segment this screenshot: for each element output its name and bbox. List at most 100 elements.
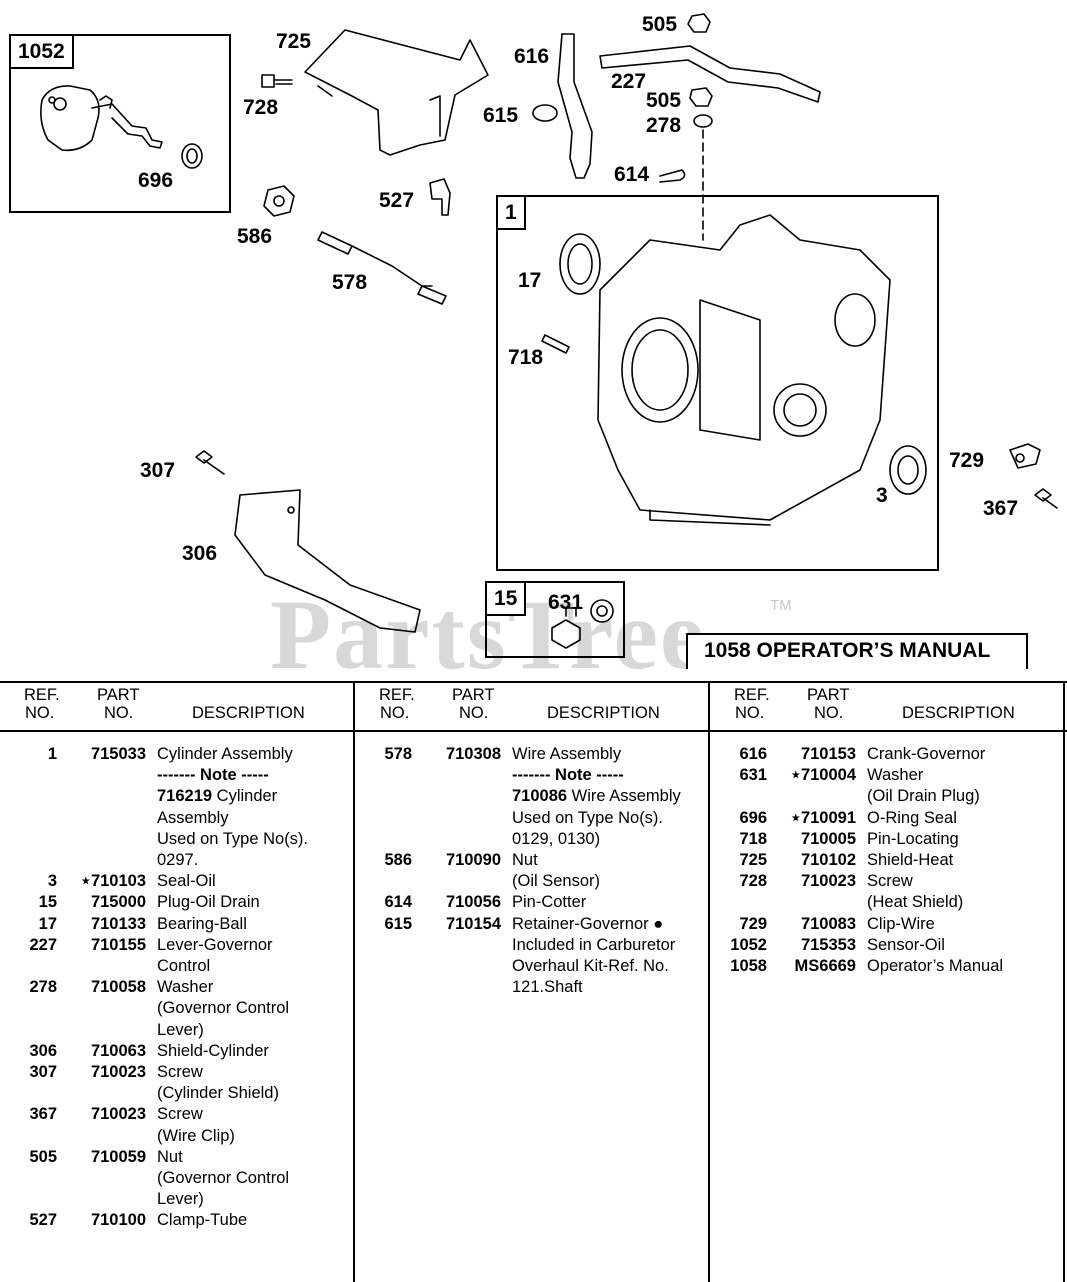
ref-number: 586 — [384, 851, 412, 869]
part-header: PART — [807, 686, 850, 704]
heat-shield-part — [304, 29, 489, 156]
part-number: 710090 — [445, 851, 501, 869]
ref-number: 728 — [739, 872, 767, 891]
part-number: 715033 — [90, 745, 146, 763]
part-number: 710155 — [90, 935, 146, 954]
part-header: NO. — [459, 704, 489, 722]
description-line: Used on Type No(s). — [157, 829, 309, 848]
column-divider — [708, 683, 710, 1282]
description-line: 710086 Wire Assembly — [512, 787, 681, 806]
wire-clip-part — [1009, 443, 1041, 469]
description-line: Nut — [512, 851, 538, 869]
callout-278[interactable]: 278 — [646, 114, 682, 137]
part-number: MS6669 — [794, 957, 856, 975]
description-line: Shield-Cylinder — [157, 1041, 269, 1060]
callout-17[interactable]: 17 — [518, 269, 542, 292]
callout-367[interactable]: 367 — [983, 497, 1019, 520]
ref-header: NO. — [25, 704, 55, 722]
ref-number: 725 — [739, 851, 767, 869]
ref-number: 729 — [739, 914, 767, 933]
nut-505-lower-part — [689, 87, 713, 107]
oil-drain-plug-box: 15 — [485, 581, 625, 658]
callout-631[interactable]: 631 — [548, 591, 584, 614]
ref-number: 306 — [29, 1041, 57, 1060]
description-header: DESCRIPTION — [902, 704, 1015, 722]
description-line: Operator’s Manual — [867, 957, 1004, 975]
description-line: ------- Note ----- — [157, 766, 269, 785]
part-number: 715353 — [800, 935, 856, 954]
callout-505-top[interactable]: 505 — [642, 13, 678, 36]
callout-3[interactable]: 3 — [876, 484, 888, 507]
description-line: Screw — [157, 1063, 203, 1081]
callout-616[interactable]: 616 — [514, 45, 550, 68]
cylinder-block-part — [597, 214, 891, 526]
callout-527[interactable]: 527 — [379, 189, 415, 212]
ref-header: REF. — [734, 686, 770, 704]
screw-728-part — [261, 74, 293, 88]
ref-number: 1052 — [730, 935, 767, 954]
callout-1052[interactable]: 1052 — [11, 36, 74, 69]
description-line: Pin-Locating — [867, 829, 959, 848]
ref-number: 615 — [384, 914, 412, 933]
callout-578[interactable]: 578 — [332, 271, 368, 294]
description-line: Cylinder Assembly — [157, 745, 293, 763]
retainer-615-part — [532, 104, 558, 122]
description-line: Shield-Heat — [867, 851, 954, 869]
callout-227[interactable]: 227 — [611, 70, 647, 93]
description-line: (Governor Control — [157, 1168, 290, 1187]
part-number: 710005 — [800, 829, 856, 848]
oil-sensor-box: 1052 — [9, 34, 231, 213]
o-ring-seal-part — [181, 143, 203, 169]
callout-718[interactable]: 718 — [508, 346, 544, 369]
description-line: Seal-Oil — [157, 872, 216, 891]
description-line: (Heat Shield) — [867, 893, 964, 912]
callout-306[interactable]: 306 — [182, 542, 218, 565]
part-number: 710154 — [445, 914, 501, 933]
part-number: 710059 — [90, 1147, 146, 1166]
callout-614[interactable]: 614 — [614, 163, 650, 186]
callout-729[interactable]: 729 — [949, 449, 985, 472]
description-line: Washer — [157, 978, 214, 997]
ref-number: 1058 — [730, 957, 767, 975]
description-line: Control — [157, 956, 211, 975]
ref-number: 578 — [384, 745, 412, 763]
part-number: ⋆710091 — [790, 808, 856, 827]
description-line: Assembly — [157, 808, 229, 827]
callout-615[interactable]: 615 — [483, 104, 519, 127]
callout-728[interactable]: 728 — [243, 96, 279, 119]
callout-505-lower[interactable]: 505 — [646, 89, 682, 112]
description-line: (Oil Sensor) — [512, 872, 601, 891]
ref-number: 616 — [739, 745, 767, 763]
part-number: 710056 — [445, 893, 501, 912]
callout-1[interactable]: 1 — [498, 197, 526, 230]
description-line: 0297. — [157, 850, 199, 869]
ref-number: 696 — [739, 808, 767, 827]
description-line: Retainer-Governor ● — [512, 914, 664, 933]
description-line: Lever-Governor — [157, 935, 273, 954]
ref-number: 307 — [29, 1063, 57, 1081]
callout-15[interactable]: 15 — [487, 583, 527, 616]
ref-number: 1 — [47, 745, 57, 763]
ref-header: NO. — [735, 704, 765, 722]
part-header: NO. — [814, 704, 844, 722]
trademark-mark: TM — [770, 597, 792, 614]
description-line: (Governor Control — [157, 999, 290, 1018]
part-number: 710308 — [445, 745, 501, 763]
callout-725[interactable]: 725 — [276, 30, 312, 53]
description-line: Crank-Governor — [867, 745, 986, 763]
part-number: 710102 — [800, 851, 856, 869]
ref-header: NO. — [380, 704, 410, 722]
callout-307[interactable]: 307 — [140, 459, 176, 482]
operators-manual-callout[interactable]: 1058 OPERATOR’S MANUAL — [686, 633, 1028, 669]
description-line: Washer — [867, 766, 924, 785]
callout-696[interactable]: 696 — [138, 169, 174, 192]
part-number: 710083 — [800, 914, 856, 933]
header-divider — [0, 730, 1067, 732]
part-number: 715000 — [90, 893, 146, 912]
governor-lever-part — [599, 45, 821, 103]
callout-586[interactable]: 586 — [237, 225, 273, 248]
clamp-tube-part — [429, 178, 451, 216]
